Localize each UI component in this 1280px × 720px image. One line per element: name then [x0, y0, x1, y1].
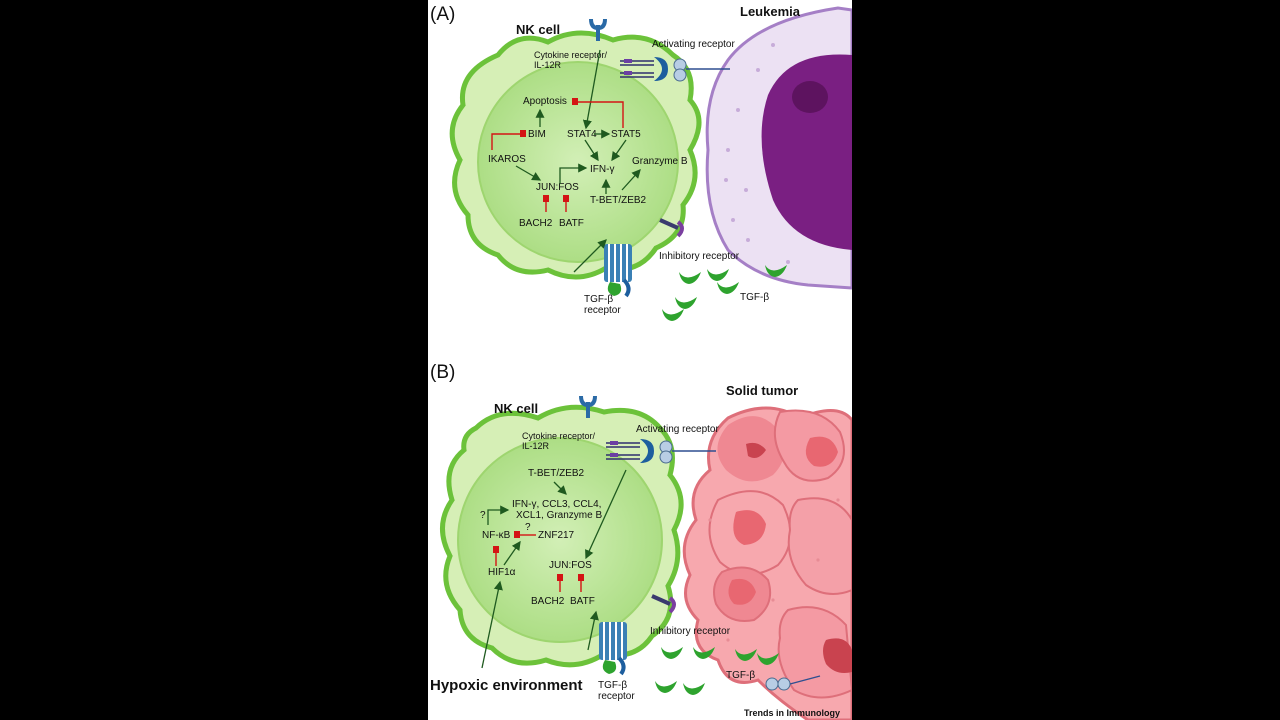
label-tgfb-receptor-a-2: receptor	[584, 305, 621, 316]
node-znf217-b: ZNF217	[538, 530, 575, 541]
tumor-nucleus-1	[746, 442, 766, 458]
panel-a: (A) Leukemia NK cell	[430, 4, 852, 321]
leukemia-granules	[724, 43, 790, 264]
node-batf-b: BATF	[570, 596, 595, 607]
panel-b-tag: (B)	[430, 362, 455, 383]
panel-b: (B) Solid tumor NK cell	[430, 362, 852, 720]
tumor-nucleus-5	[728, 578, 756, 605]
tgfb-receptor-b	[597, 620, 629, 676]
solid-tumor	[682, 406, 852, 720]
node-bach2-a: BACH2	[519, 218, 553, 229]
label-cytokine-receptor-b: Cytokine receptor/	[522, 431, 596, 441]
pathway-a	[491, 49, 641, 273]
label-tgfb-receptor-b-2: receptor	[598, 691, 635, 702]
leukemia-nucleolus	[792, 81, 828, 113]
figure-svg: (A) Leukemia NK cell	[430, 4, 852, 720]
node-apoptosis-a: Apoptosis	[523, 96, 567, 107]
node-stat5-a: STAT5	[611, 129, 641, 140]
tgfb-receptor-a	[602, 242, 634, 298]
tumor-cell-6	[777, 606, 852, 699]
label-activating-receptor-b: Activating receptor	[636, 424, 719, 435]
node-ifng-a: IFN-γ	[590, 164, 614, 175]
node-ikaros-a: IKAROS	[488, 154, 526, 165]
node-hif1a-b: HIF1α	[488, 567, 516, 578]
leukemia-cell	[705, 6, 852, 290]
label-tgfb-receptor-b-1: TGF-β	[598, 680, 627, 691]
pathway-b	[481, 469, 627, 669]
nk-title-a: NK cell	[516, 22, 560, 37]
label-inhibitory-receptor-a: Inhibitory receptor	[659, 251, 740, 262]
node-junfos-b: JUN:FOS	[549, 560, 592, 571]
tumor-nucleus-2	[805, 436, 838, 467]
label-tgfb-receptor-a-1: TGF-β	[584, 294, 613, 305]
nk-nucleus-b	[457, 437, 663, 643]
node-effector-b-1: IFN-γ, CCL3, CCL4,	[512, 499, 601, 510]
node-tbet-b: T-BET/ZEB2	[528, 468, 585, 479]
label-activating-receptor-a: Activating receptor	[652, 39, 735, 50]
journal-credit: Trends in Immunology	[744, 708, 840, 718]
nk-nucleus-a	[477, 61, 679, 263]
label-inhibitory-receptor-b: Inhibitory receptor	[650, 626, 731, 637]
label-tgfb-a: TGF-β	[740, 292, 769, 303]
nk-title-b: NK cell	[494, 401, 538, 416]
node-bim-a: BIM	[528, 129, 546, 140]
tumor-cell-4	[787, 497, 852, 595]
node-bach2-b: BACH2	[531, 596, 565, 607]
node-batf-a: BATF	[559, 218, 584, 229]
label-il12r-a: IL-12R	[534, 60, 562, 70]
label-question-2: ?	[525, 522, 531, 533]
panel-a-tag: (A)	[430, 4, 455, 25]
node-granzyme-a: Granzyme B	[632, 156, 688, 167]
label-question-1: ?	[480, 510, 486, 521]
leukemia-title: Leukemia	[740, 4, 801, 19]
node-stat4-a: STAT4	[567, 129, 597, 140]
nk-cell-b	[440, 404, 684, 668]
label-tgfb-b: TGF-β	[726, 670, 755, 681]
tumor-nucleus-6	[823, 638, 852, 673]
label-cytokine-receptor-a: Cytokine receptor/	[534, 50, 608, 60]
tumor-granules	[708, 498, 840, 662]
figure: (A) Leukemia NK cell	[428, 0, 852, 720]
solid-tumor-title: Solid tumor	[726, 383, 798, 398]
label-hypoxic-environment: Hypoxic environment	[430, 677, 583, 694]
tumor-nucleus-3	[733, 510, 766, 545]
leukemia-nucleus	[761, 54, 852, 250]
node-tbet-a: T-BET/ZEB2	[590, 195, 647, 206]
tumor-tgfb-receptor	[765, 675, 821, 691]
node-nfkb-b: NF-κB	[482, 530, 511, 541]
label-il12r-b: IL-12R	[522, 441, 550, 451]
node-junfos-a: JUN:FOS	[536, 182, 579, 193]
node-effector-b-2: XCL1, Granzyme B	[516, 510, 602, 521]
nk-cell-a	[449, 30, 702, 280]
